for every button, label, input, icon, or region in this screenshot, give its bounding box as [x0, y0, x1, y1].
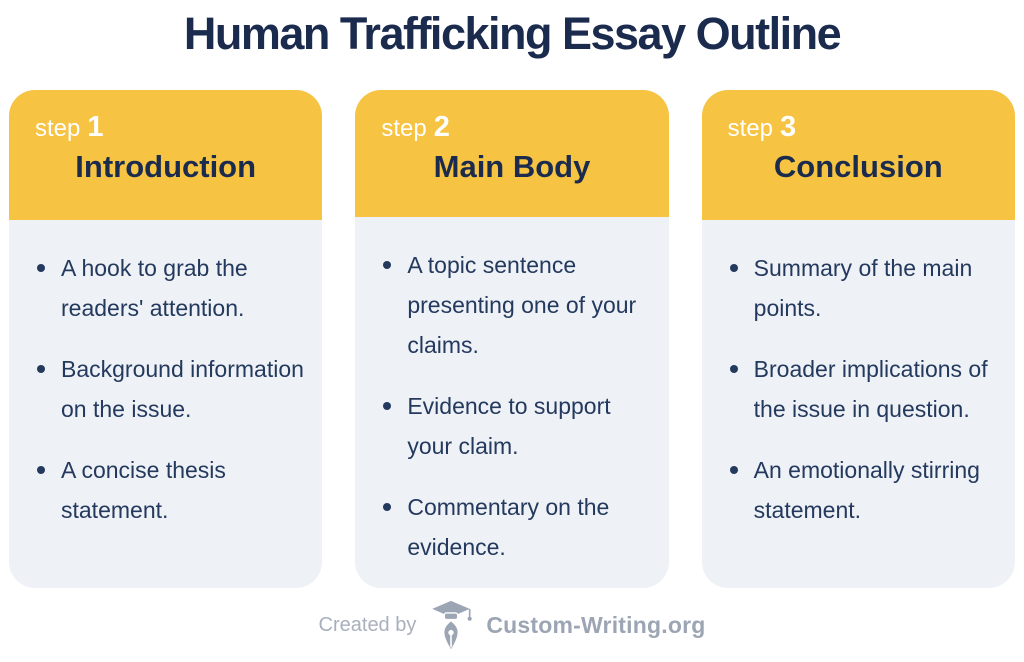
bullet-text: A topic sentence presenting one of your … — [407, 252, 637, 358]
bullet-dot-icon — [37, 466, 45, 474]
created-by-label: Created by — [318, 613, 417, 636]
step-heading-main-body: Main Body — [433, 149, 591, 184]
step-word: step — [727, 115, 774, 142]
bullet-item: Evidence to support your claim. — [383, 386, 650, 466]
bullet-dot-icon — [37, 365, 45, 373]
bullet-dot-icon — [383, 503, 392, 511]
bullet-item: Summary of the main points. — [729, 248, 997, 328]
step-word: step — [35, 115, 81, 142]
step-number: 1 — [87, 111, 104, 143]
bullet-dot-icon — [383, 402, 392, 410]
graduation-cap-pen-nib-icon — [429, 600, 473, 650]
bullet-item: An emotionally stirring statement. — [729, 450, 997, 530]
bullet-dot-icon — [729, 365, 738, 373]
step-bullets-conclusion: Summary of the main points. Broader impl… — [701, 220, 1015, 588]
bullet-text: Evidence to support your claim. — [407, 393, 611, 459]
bullet-item: Broader implications of the issue in que… — [729, 349, 997, 429]
step-number: 2 — [433, 111, 450, 143]
bullet-text: A concise thesis statement. — [61, 457, 226, 523]
step-bullets-main-body: A topic sentence presenting one of your … — [355, 217, 669, 588]
bullet-item: A topic sentence presenting one of your … — [383, 245, 650, 365]
step-number: 3 — [780, 111, 797, 143]
bullet-item: Background information on the issue. — [37, 349, 304, 429]
step-bullets-introduction: A hook to grab the readers' attention. B… — [9, 220, 323, 588]
bullet-dot-icon — [729, 466, 738, 474]
bullet-text: An emotionally stirring statement. — [753, 457, 980, 523]
bullet-text: Summary of the main points. — [753, 255, 973, 321]
bullet-text: Broader implications of the issue in que… — [753, 356, 988, 422]
bullet-dot-icon — [37, 264, 45, 272]
bullet-text: Commentary on the evidence. — [407, 494, 610, 560]
brand-name: Custom-Writing.org — [486, 611, 706, 638]
bullet-dot-icon — [729, 264, 738, 272]
bullet-item: Commentary on the evidence. — [383, 487, 650, 567]
page-title: Human Trafficking Essay Outline — [183, 8, 842, 59]
bullet-item: A hook to grab the readers' attention. — [37, 248, 304, 328]
footer: Created by Custom-Writing.org — [0, 600, 1024, 650]
bullet-item: A concise thesis statement. — [37, 450, 304, 530]
step-word: step — [381, 115, 427, 142]
bullet-dot-icon — [383, 261, 392, 269]
bullet-text: A hook to grab the readers' attention. — [61, 255, 248, 321]
bullet-text: Background information on the issue. — [61, 356, 304, 422]
step-heading-conclusion: Conclusion — [773, 149, 943, 184]
step-heading-introduction: Introduction — [75, 149, 257, 184]
